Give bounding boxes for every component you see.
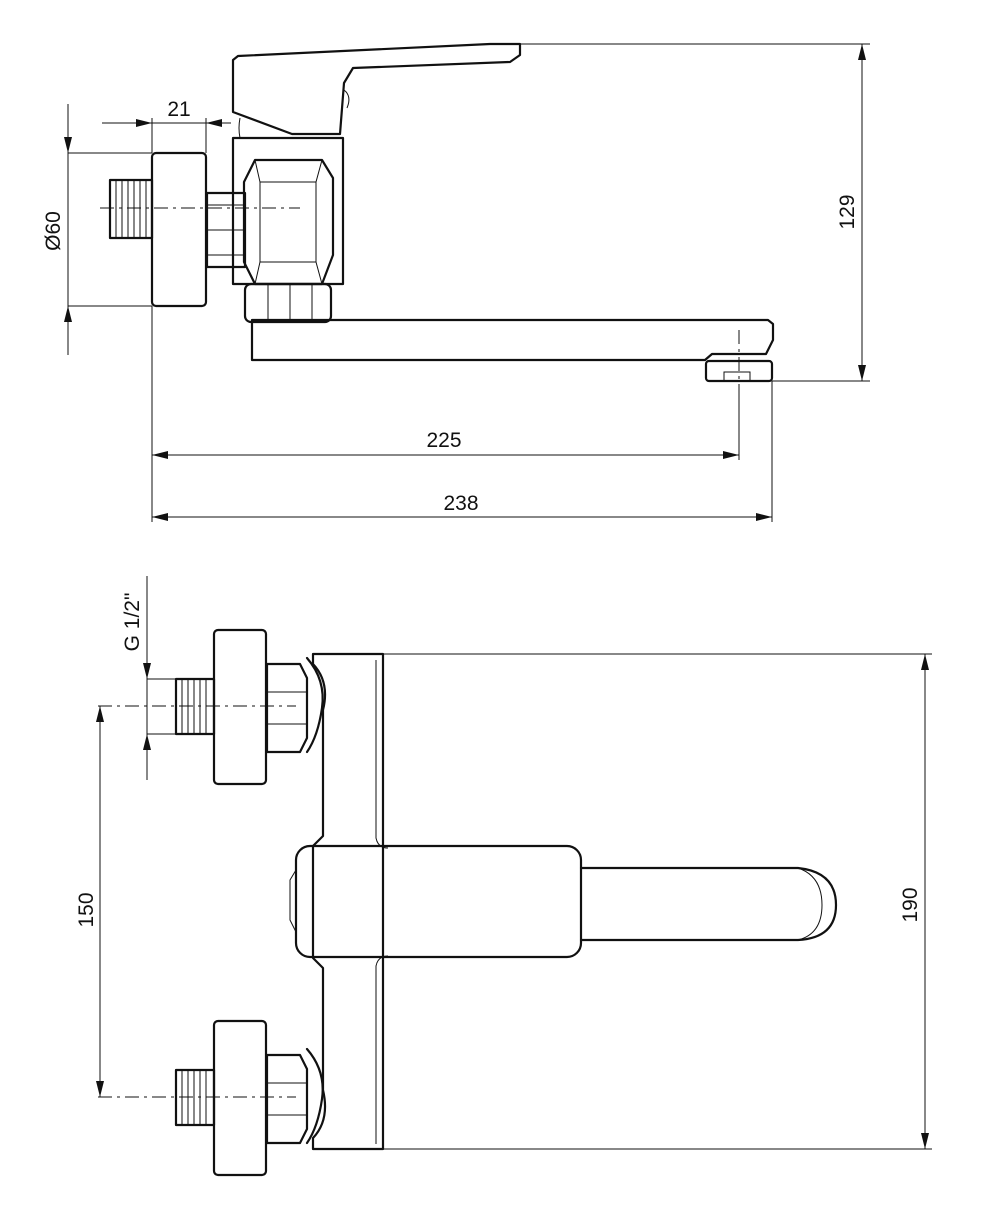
dim-flange-diameter: Ø60 bbox=[42, 104, 72, 355]
side-view: 21 Ø60 129 225 238 bbox=[42, 42, 870, 522]
top-view: G 1/2" 150 190 bbox=[75, 576, 932, 1177]
top-lever bbox=[289, 844, 838, 959]
dim-thread: G 1/2" bbox=[121, 576, 151, 780]
dim-spout-reach-label: 225 bbox=[426, 429, 461, 452]
side-connector bbox=[205, 191, 247, 269]
dim-inlet-spacing: 150 bbox=[75, 706, 104, 1097]
side-wall-flange bbox=[150, 151, 208, 308]
dim-flange-thickness-label: 21 bbox=[167, 98, 190, 121]
dim-body-width: 190 bbox=[899, 654, 929, 1149]
side-valve-body bbox=[231, 136, 345, 286]
dim-spout-reach: 225 bbox=[152, 429, 739, 459]
dim-inlet-spacing-label: 150 bbox=[75, 892, 98, 927]
top-main-body bbox=[311, 652, 389, 1151]
side-hex-nut bbox=[243, 282, 333, 324]
dim-flange-thickness: 21 bbox=[102, 98, 231, 127]
top-inlet-lower bbox=[174, 1019, 324, 1177]
side-lever-handle bbox=[231, 42, 522, 139]
side-spout bbox=[250, 318, 775, 362]
dim-height: 129 bbox=[836, 44, 866, 381]
dim-flange-diameter-label: Ø60 bbox=[42, 211, 65, 251]
side-threaded-inlet bbox=[108, 178, 154, 240]
top-inlet-upper bbox=[174, 628, 324, 786]
dim-overall-length-label: 238 bbox=[443, 492, 478, 515]
dim-body-width-label: 190 bbox=[899, 887, 922, 922]
dim-thread-label: G 1/2" bbox=[121, 593, 144, 652]
dim-overall-length: 238 bbox=[152, 492, 772, 521]
dim-height-label: 129 bbox=[836, 194, 859, 229]
